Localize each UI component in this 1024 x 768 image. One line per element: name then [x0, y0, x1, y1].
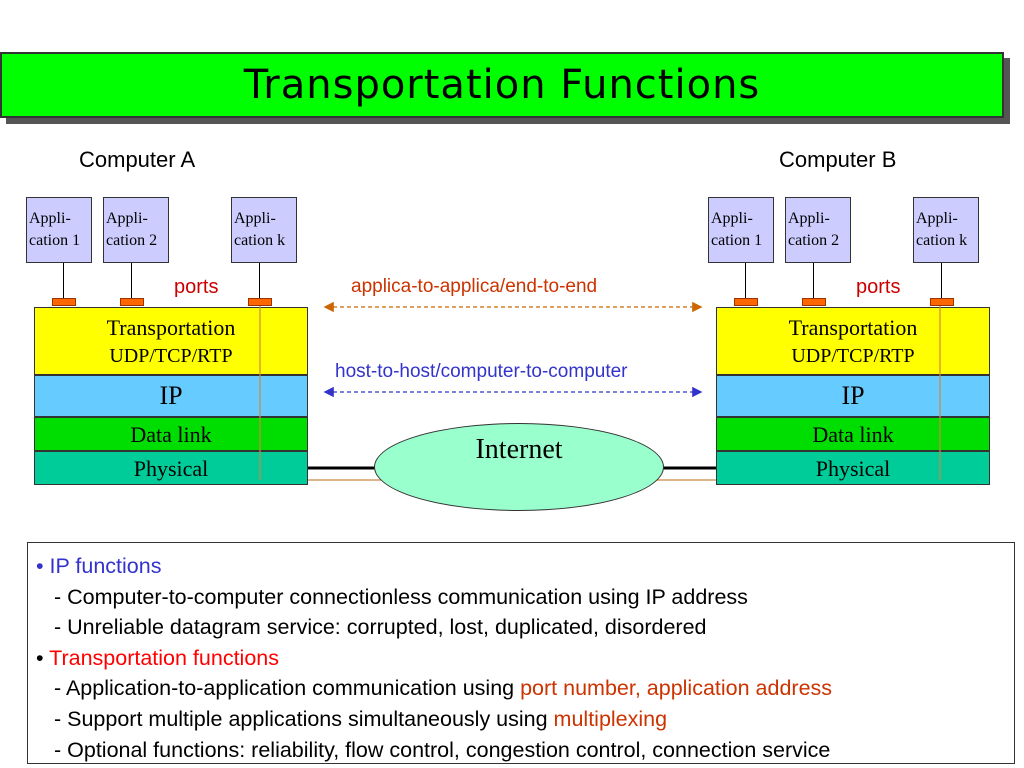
ip-item-2: - Unreliable datagram service: corrupted… — [54, 615, 707, 640]
app-label-line1: Appli- — [916, 210, 958, 227]
computer-a-datalink-layer: Data link — [34, 417, 308, 451]
computer-b-app-2[interactable]: Appli- cation 2 — [785, 197, 851, 263]
computer-a-port-2[interactable] — [120, 298, 144, 306]
computer-b-physical-layer: Physical — [716, 451, 990, 485]
computer-a-ip-layer: IP — [34, 375, 308, 417]
computer-a-port-k[interactable] — [248, 298, 272, 306]
ip-functions-heading: • IP functions — [36, 551, 1014, 582]
computer-a-transport-layer: Transportation UDP/TCP/RTP — [34, 307, 308, 375]
app-label-line1: Appli- — [234, 210, 276, 227]
transport-item-3: - Optional functions: reliability, flow … — [54, 737, 831, 762]
app-label-line2: cation 1 — [29, 232, 81, 249]
title-bar: Transportation Functions — [0, 52, 1004, 118]
transport-layer-label: Transportation — [788, 315, 918, 340]
computer-a-ports-label: ports — [174, 276, 219, 298]
internet-cloud: Internet — [374, 423, 664, 511]
app-port-connector — [813, 263, 814, 299]
app-port-connector — [259, 263, 260, 299]
transport-protocols-label: UDP/TCP/RTP — [109, 345, 233, 367]
computer-b-ports-label: ports — [856, 276, 901, 298]
computer-a-physical-layer: Physical — [34, 451, 308, 485]
app-label-line2: cation 2 — [106, 232, 158, 249]
ip-heading-text: IP functions — [49, 554, 162, 578]
app-port-connector — [745, 263, 746, 299]
item-text: - Application-to-application communicati… — [54, 676, 521, 701]
host-to-host-label: host-to-host/computer-to-computer — [335, 361, 628, 382]
app-label-line1: Appli- — [711, 210, 753, 227]
computer-b-port-2[interactable] — [802, 298, 826, 306]
transport-protocols-label: UDP/TCP/RTP — [791, 345, 915, 367]
computer-b-datalink-layer: Data link — [716, 417, 990, 451]
transport-layer-label: Transportation — [106, 315, 236, 340]
app-label-line2: cation k — [234, 232, 286, 249]
app-label-line2: cation 1 — [711, 232, 763, 249]
app-label-line1: Appli- — [788, 210, 830, 227]
computer-a-app-2[interactable]: Appli- cation 2 — [103, 197, 169, 263]
bullet-icon: • — [36, 554, 44, 578]
computer-b-ip-layer: IP — [716, 375, 990, 417]
notes-box: • IP functions - Computer-to-computer co… — [27, 542, 1015, 764]
app-label-line1: Appli- — [29, 210, 71, 227]
transport-item-1: - Application-to-application communicati… — [36, 673, 1014, 704]
computer-a-app-1[interactable]: Appli- cation 1 — [26, 197, 92, 263]
app-port-connector — [131, 263, 132, 299]
computer-b-label: Computer B — [779, 147, 897, 172]
item-text: - Support multiple applications simultan… — [54, 706, 554, 731]
app-port-connector — [63, 263, 64, 299]
computer-b-port-1[interactable] — [734, 298, 758, 306]
app-port-connector — [941, 263, 942, 299]
app-label-line1: Appli- — [106, 210, 148, 227]
bullet-icon: • — [36, 645, 44, 670]
item-highlight: multiplexing — [553, 706, 668, 731]
computer-a-port-1[interactable] — [52, 298, 76, 306]
item-highlight: port number, application address — [520, 676, 833, 701]
slide-title: Transportation Functions — [243, 62, 761, 108]
app-label-line2: cation 2 — [788, 232, 840, 249]
computer-a-app-k[interactable]: Appli- cation k — [231, 197, 297, 263]
transport-heading-text: Transportation functions — [49, 645, 279, 670]
computer-b-app-k[interactable]: Appli- cation k — [913, 197, 979, 263]
internet-label: Internet — [475, 434, 563, 465]
app-label-line2: cation k — [916, 232, 968, 249]
transport-item-2: - Support multiple applications simultan… — [36, 704, 1014, 735]
app-to-app-label: applica-to-applica/end-to-end — [351, 276, 598, 297]
ip-item-1: - Computer-to-computer connectionless co… — [54, 584, 748, 609]
transport-functions-heading: • Transportation functions — [36, 643, 1014, 674]
computer-b-port-k[interactable] — [930, 298, 954, 306]
computer-a-label: Computer A — [79, 147, 196, 172]
computer-b-app-1[interactable]: Appli- cation 1 — [708, 197, 774, 263]
computer-b-transport-layer: Transportation UDP/TCP/RTP — [716, 307, 990, 375]
